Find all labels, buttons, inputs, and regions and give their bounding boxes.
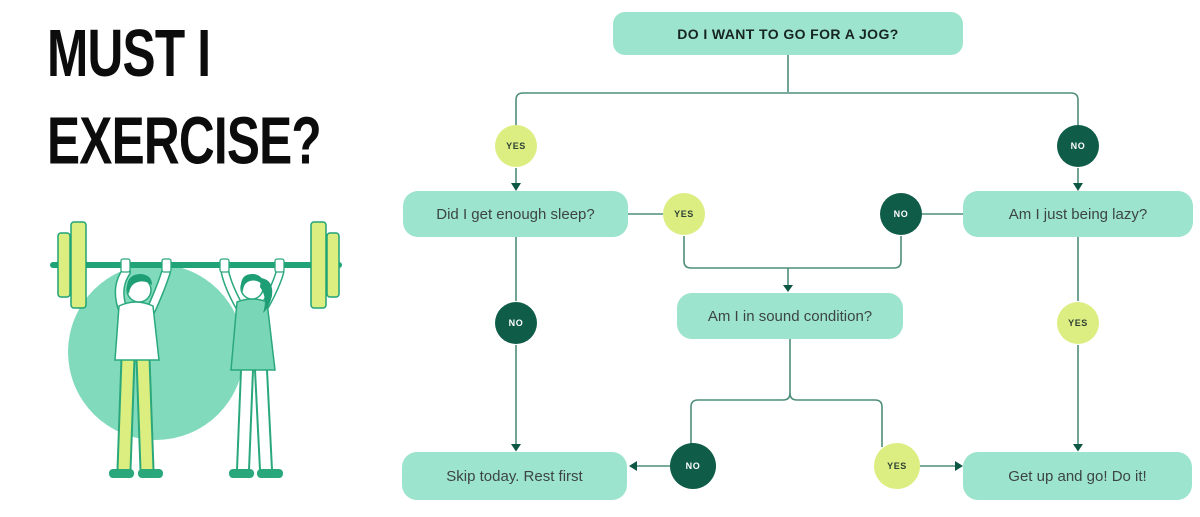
badge-yes-top: YES (495, 125, 537, 167)
woman-hand-grip (219, 258, 230, 273)
node-question-jog-label: DO I WANT TO GO FOR A JOG? (677, 25, 899, 42)
node-answer-go-label: Get up and go! Do it! (1008, 467, 1147, 485)
badge-no-bottom: NO (670, 443, 716, 489)
node-question-sleep-label: Did I get enough sleep? (436, 205, 595, 223)
barbell (50, 221, 342, 309)
badge-label: NO (1070, 141, 1086, 151)
node-question-lazy-label: Am I just being lazy? (1008, 205, 1148, 223)
woman-figure (220, 267, 285, 478)
badge-no-left: NO (495, 302, 537, 344)
badge-label: NO (508, 318, 524, 328)
title-line-1: MUST I (47, 16, 211, 92)
badge-label: YES (887, 461, 907, 471)
node-answer-go: Get up and go! Do it! (963, 452, 1192, 500)
badge-yes-bottom: YES (874, 443, 920, 489)
badge-no-top: NO (1057, 125, 1099, 167)
man-hand-grip (161, 258, 172, 273)
node-question-condition: Am I in sound condition? (677, 293, 903, 339)
man-figure (109, 267, 171, 478)
arrowheads (511, 183, 1083, 471)
node-answer-skip: Skip today. Rest first (402, 452, 627, 500)
node-question-condition-label: Am I in sound condition? (707, 307, 873, 325)
barbell-illustration (50, 221, 342, 478)
badge-label: NO (685, 461, 701, 471)
badge-label: YES (1068, 318, 1088, 328)
badge-yes-middle: YES (663, 193, 705, 235)
man-hand-grip (120, 258, 131, 273)
badge-label: YES (506, 141, 526, 151)
badge-no-middle: NO (880, 193, 922, 235)
title-line-2: EXERCISE? (47, 103, 322, 179)
node-question-lazy: Am I just being lazy? (963, 191, 1193, 237)
badge-yes-right: YES (1057, 302, 1099, 344)
poster-title: MUST I EXERCISE? (47, 10, 322, 185)
connector-lines (515, 55, 1079, 467)
badge-label: YES (674, 209, 694, 219)
node-question-sleep: Did I get enough sleep? (403, 191, 628, 237)
badge-label: NO (893, 209, 909, 219)
node-answer-skip-label: Skip today. Rest first (446, 467, 583, 485)
node-question-jog: DO I WANT TO GO FOR A JOG? (613, 12, 963, 55)
woman-hand-grip (274, 258, 285, 273)
